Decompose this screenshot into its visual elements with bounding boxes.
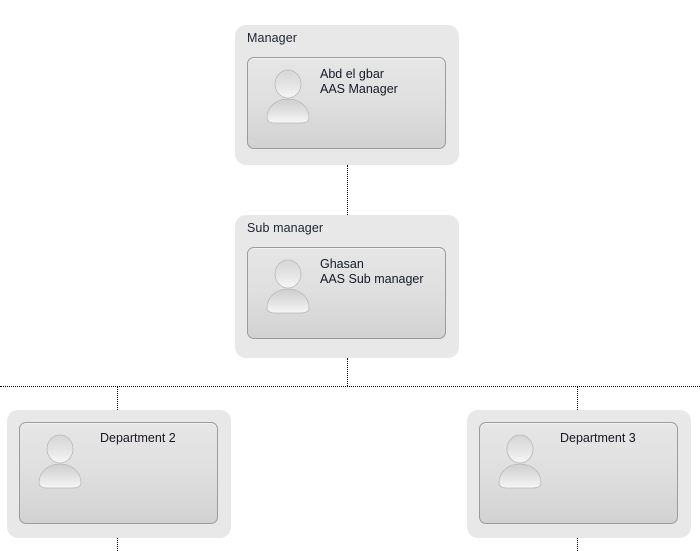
card-text-department-3: Department 3: [560, 431, 636, 446]
user-avatar-icon: [34, 433, 86, 489]
user-avatar-icon: [494, 433, 546, 489]
card-line: Department 2: [100, 431, 176, 445]
card-line: Ghasan: [320, 257, 364, 271]
connector-bus-to-dept3: [577, 386, 578, 410]
card-inner-department-2: Department 2: [20, 423, 217, 523]
node-group-department-2[interactable]: Department 2: [7, 410, 231, 538]
connector-bus: [0, 386, 700, 387]
group-title-manager: Manager: [247, 31, 298, 45]
card-inner-department-3: Department 3: [480, 423, 677, 523]
card-line: AAS Manager: [320, 82, 398, 96]
card-line: Abd el gbar: [320, 67, 384, 81]
connector-dept2-down: [117, 538, 118, 551]
connector-manager-to-sub: [347, 165, 348, 215]
card-line: Department 3: [560, 431, 636, 445]
connector-sub-to-bus: [347, 358, 348, 386]
user-avatar-icon: [262, 68, 314, 124]
connector-dept3-down: [577, 538, 578, 551]
node-group-department-3[interactable]: Department 3: [467, 410, 691, 538]
card-line: AAS Sub manager: [320, 272, 424, 286]
node-card-department-2[interactable]: Department 2: [19, 422, 218, 524]
group-title-sub-manager: Sub manager: [247, 221, 324, 235]
card-text-department-2: Department 2: [100, 431, 176, 446]
connector-bus-to-dept2: [117, 386, 118, 410]
node-card-department-3[interactable]: Department 3: [479, 422, 678, 524]
user-avatar-icon: [262, 258, 314, 314]
